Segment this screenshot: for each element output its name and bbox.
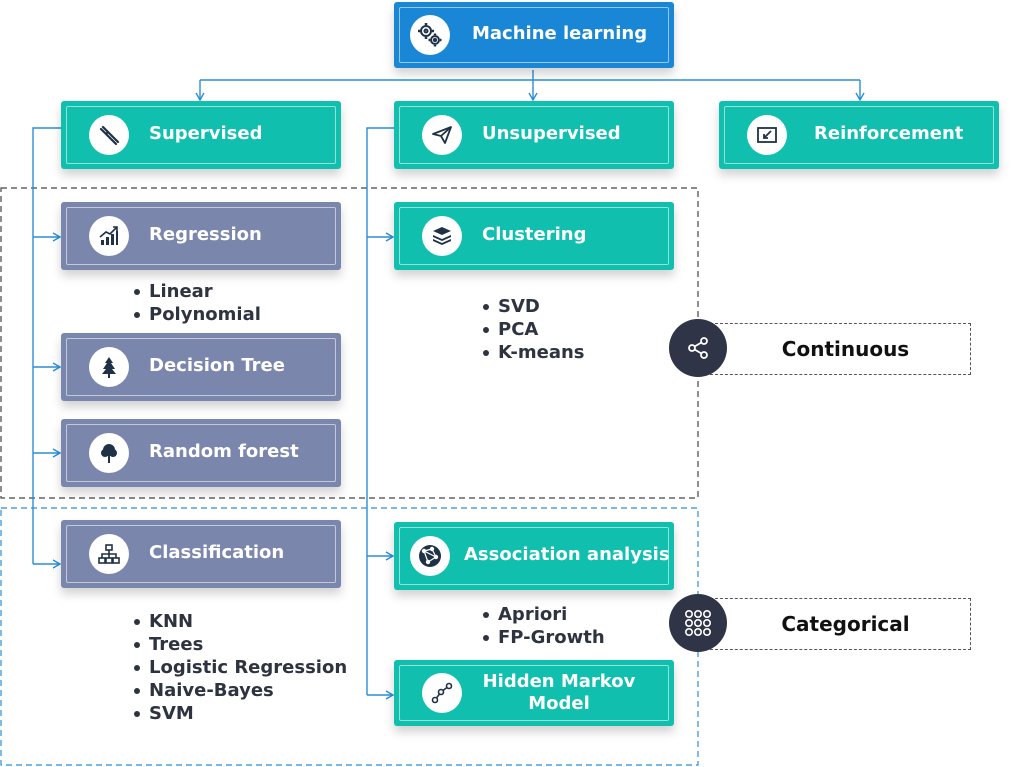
list-item: Apriori — [482, 603, 605, 626]
decision-tree-node: Decision Tree — [61, 333, 341, 401]
wrench-icon — [89, 115, 129, 155]
list-item: Naive-Bayes — [133, 679, 347, 702]
list-item: PCA — [482, 318, 585, 341]
growth-chart-icon — [89, 216, 129, 256]
dot-grid-icon — [669, 594, 727, 652]
layers-icon — [422, 216, 462, 256]
association-list: Apriori FP-Growth — [482, 603, 605, 649]
share-icon — [669, 319, 727, 377]
list-item: Polynomial — [133, 303, 261, 326]
continuous-tag: Continuous — [710, 323, 971, 375]
clustering-list: SVD PCA K-means — [482, 295, 585, 364]
clustering-node: Clustering — [394, 202, 674, 270]
root-connectors — [195, 70, 865, 102]
classification-node: Classification — [61, 520, 341, 588]
regression-label: Regression — [149, 224, 262, 245]
categorical-tag: Categorical — [710, 598, 971, 650]
regression-list: Linear Polynomial — [133, 280, 261, 326]
hidden-markov-model-label: Hidden Markov Model — [474, 671, 644, 715]
supervised-label: Supervised — [149, 123, 263, 144]
unsupervised-node: Unsupervised — [394, 101, 674, 169]
list-item: K-means — [482, 341, 585, 364]
reinforcement-label: Reinforcement — [814, 123, 964, 144]
paper-plane-icon — [422, 115, 462, 155]
tree-icon — [89, 433, 129, 473]
clustering-label: Clustering — [482, 224, 587, 245]
minimize-icon — [747, 115, 787, 155]
list-item: KNN — [133, 610, 347, 633]
association-analysis-node: Association analysis — [394, 522, 674, 590]
machine-learning-node: Machine learning — [394, 2, 674, 68]
unsupervised-connectors — [366, 127, 396, 700]
random-forest-node: Random forest — [61, 419, 341, 487]
unsupervised-label: Unsupervised — [482, 123, 621, 144]
machine-learning-label: Machine learning — [472, 23, 648, 44]
gears-icon — [410, 15, 450, 55]
classification-label: Classification — [149, 542, 285, 563]
supervised-node: Supervised — [61, 101, 341, 169]
list-item: Linear — [133, 280, 261, 303]
hmm-label-line2: Model — [528, 693, 590, 714]
regression-node: Regression — [61, 202, 341, 270]
path-icon — [422, 673, 462, 713]
reinforcement-node: Reinforcement — [719, 101, 999, 169]
list-item: SVM — [133, 702, 347, 725]
list-item: Trees — [133, 633, 347, 656]
decision-tree-label: Decision Tree — [149, 355, 285, 376]
supervised-connectors — [32, 127, 63, 569]
categorical-label: Categorical — [781, 612, 910, 636]
hierarchy-icon — [89, 534, 129, 574]
association-analysis-label: Association analysis — [464, 544, 670, 565]
classification-list: KNN Trees Logistic Regression Naive-Baye… — [133, 610, 347, 725]
hidden-markov-model-node: Hidden Markov Model — [394, 660, 674, 726]
list-item: SVD — [482, 295, 585, 318]
continuous-label: Continuous — [781, 337, 910, 361]
list-item: FP-Growth — [482, 626, 605, 649]
random-forest-label: Random forest — [149, 441, 299, 462]
list-item: Logistic Regression — [133, 656, 347, 679]
network-globe-icon — [410, 536, 450, 576]
pine-tree-icon — [89, 347, 129, 387]
hmm-label-line1: Hidden Markov — [482, 671, 636, 692]
